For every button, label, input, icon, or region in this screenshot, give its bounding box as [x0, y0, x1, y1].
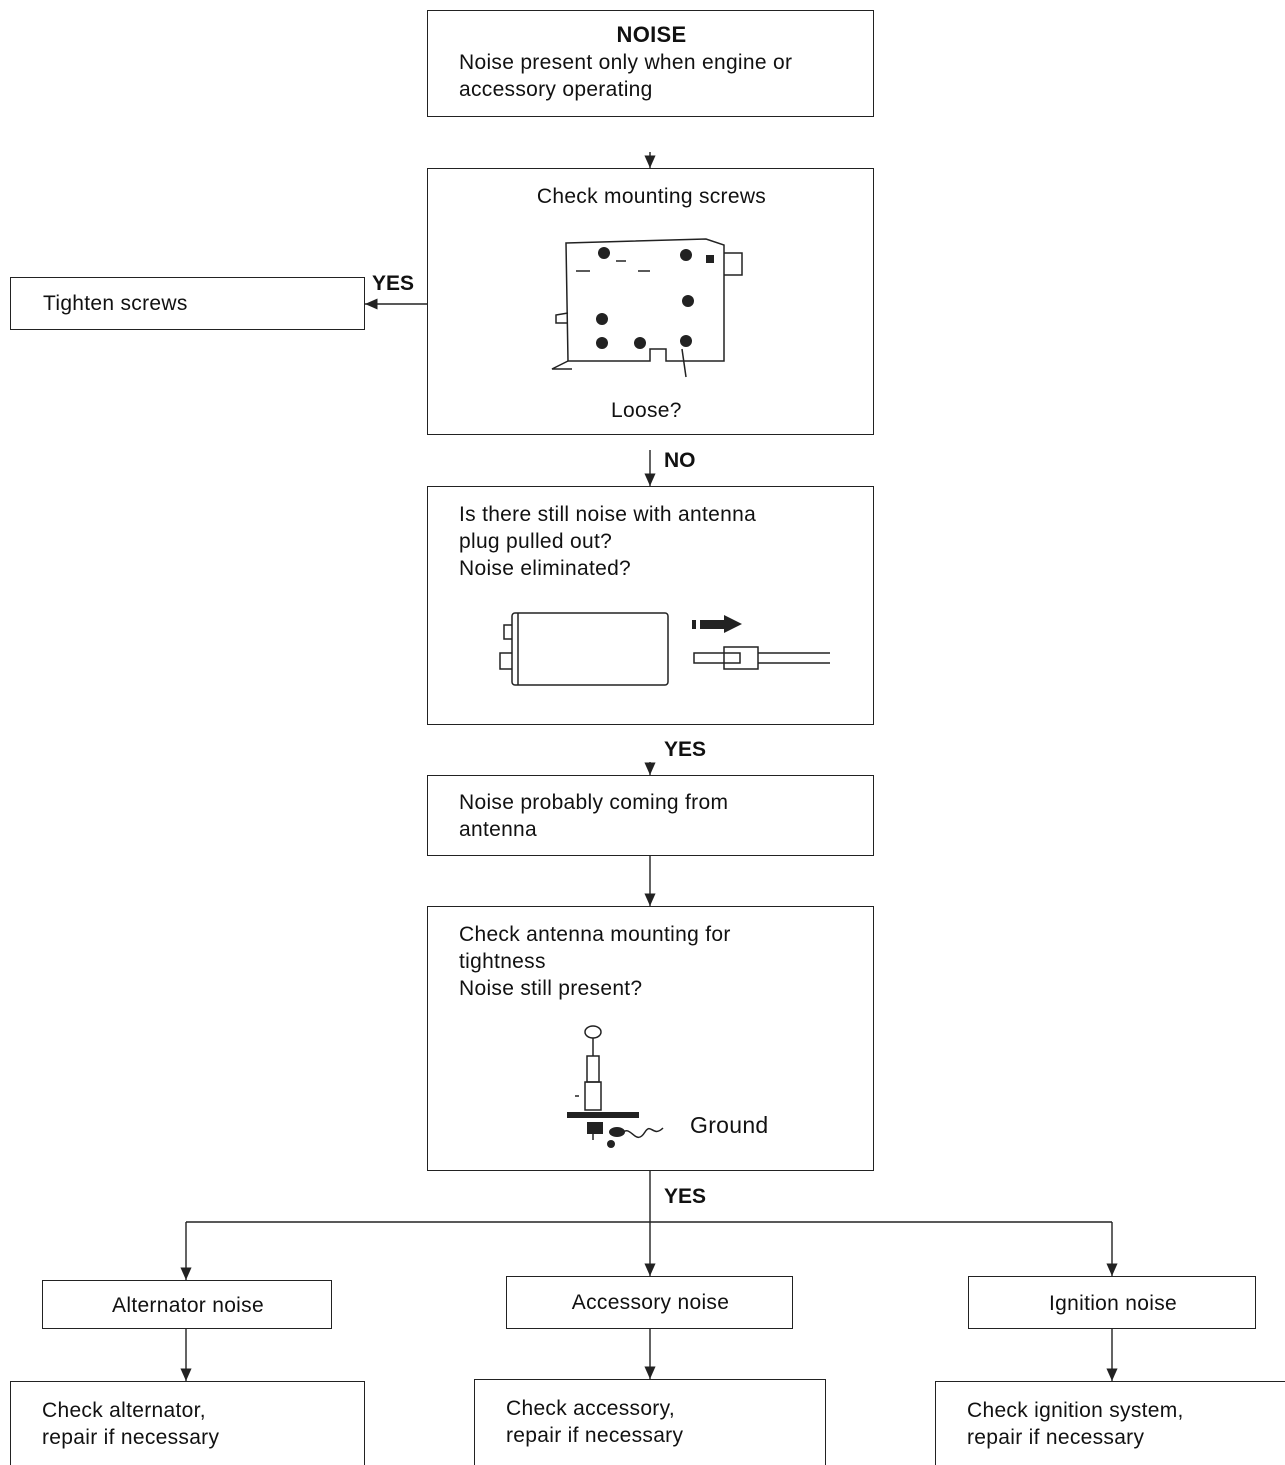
antenna-plug-box: Is there still noise with antenna plug p… [427, 486, 874, 725]
alternator-noise-box: Alternator noise [42, 1280, 332, 1329]
ignition-noise-box: Ignition noise [968, 1276, 1256, 1329]
antenna-source-box: Noise probably coming from antenna [427, 775, 874, 856]
edge-label-yes-mount: YES [664, 1185, 707, 1208]
accessory-action-text: Check accessory, repair if necessary [506, 1397, 684, 1447]
antenna-mount-box: Check antenna mounting for tightness Noi… [427, 906, 874, 1171]
edge-label-yes-tighten: YES [372, 272, 415, 295]
accessory-action-box: Check accessory, repair if necessary [474, 1379, 826, 1465]
check-screws-box: Check mounting screws Loose? [427, 168, 874, 435]
ignition-noise-label: Ignition noise [1049, 1292, 1177, 1315]
tighten-screws-box: Tighten screws [10, 277, 365, 330]
accessory-noise-label: Accessory noise [571, 1291, 730, 1314]
tighten-screws-text: Tighten screws [43, 292, 188, 315]
ground-label: Ground [690, 1112, 769, 1138]
antenna-ground-illustration [567, 1025, 664, 1148]
loose-label: Loose? [611, 399, 682, 422]
ignition-action-box: Check ignition system, repair if necessa… [935, 1381, 1285, 1465]
antenna-plug-illustration [499, 612, 830, 686]
check-screws-text: Check mounting screws [536, 185, 767, 208]
antenna-plug-text: Is there still noise with antenna plug p… [459, 503, 757, 580]
alternator-action-text: Check alternator, repair if necessary [42, 1399, 220, 1449]
radio-chassis-illustration [551, 238, 743, 378]
alternator-noise-label: Alternator noise [112, 1294, 264, 1317]
noise-title: NOISE [616, 22, 687, 47]
noise-description: Noise present only when engine or access… [459, 51, 793, 101]
alternator-action-box: Check alternator, repair if necessary [10, 1381, 365, 1465]
ignition-action-text: Check ignition system, repair if necessa… [967, 1399, 1184, 1449]
antenna-mount-text: Check antenna mounting for tightness Noi… [459, 923, 731, 1000]
antenna-source-text: Noise probably coming from antenna [459, 791, 729, 841]
accessory-noise-box: Accessory noise [506, 1276, 793, 1329]
noise-start-box: NOISE Noise present only when engine or … [427, 10, 874, 117]
edge-label-no: NO [664, 449, 696, 472]
edge-label-yes-plug: YES [664, 738, 707, 761]
